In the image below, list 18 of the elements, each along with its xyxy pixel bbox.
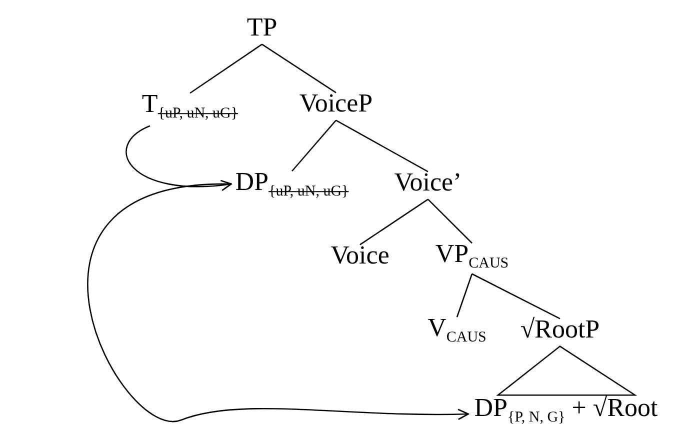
- branch-line: [336, 120, 428, 172]
- branch-line: [428, 198, 472, 244]
- head-label: Voice: [330, 242, 390, 270]
- branch-line: [472, 273, 560, 320]
- bar-level-label: Voice’: [394, 168, 462, 198]
- branch-line: [456, 274, 473, 318]
- head-label: V$_{CAUS}$: [428, 314, 486, 346]
- branch-line: [262, 44, 336, 94]
- phrase-label: VP$_{CAUS}$: [435, 240, 509, 272]
- phrase-label: TP: [246, 14, 278, 42]
- movement-arrow: [88, 183, 469, 421]
- phrase-label: √RootP: [520, 316, 600, 344]
- triangle-branch: [496, 346, 638, 396]
- branch-line: [190, 44, 262, 94]
- movement-arrow: [126, 125, 232, 191]
- branch-line: [292, 120, 336, 172]
- phrase-label: VoiceP: [299, 90, 373, 118]
- branch-line: [360, 198, 428, 246]
